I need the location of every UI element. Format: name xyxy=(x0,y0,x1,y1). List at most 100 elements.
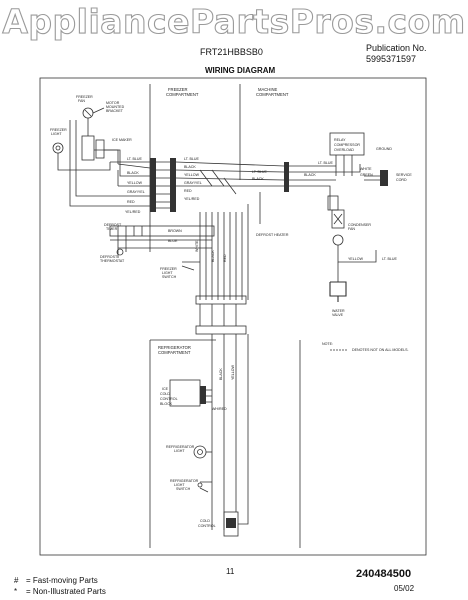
legend-text: = Fast-moving Parts xyxy=(26,576,98,585)
harness-junction xyxy=(195,295,247,305)
cold-control-block-label-3: CONTROL xyxy=(160,397,178,401)
condenser-fan-motor xyxy=(331,209,345,229)
freezer-fan-label-2: FAN xyxy=(78,99,85,103)
wire-label-yellow-r: YELLOW xyxy=(231,364,235,380)
wire-label-black-v: BLACK xyxy=(211,250,215,262)
cold-control-block xyxy=(169,379,201,407)
freezer-light-switch-label-1: FREEZER xyxy=(160,267,177,271)
watermark-logo: AppliancePartsPros.com xyxy=(2,1,466,41)
freezer-label-2: COMPARTMENT xyxy=(166,92,199,97)
diagram-title: WIRING DIAGRAM xyxy=(205,66,276,75)
wire-label-gray-yel-1: GRAY/YEL xyxy=(127,190,145,194)
wire-label-white-v: WHITE xyxy=(195,240,199,252)
compressor-terminal xyxy=(327,195,339,211)
connector-freezer xyxy=(150,158,156,212)
model-number: FRT21HBBSB0 xyxy=(200,47,263,57)
ice-maker-label: ICE MAKER xyxy=(112,138,132,142)
motor-bracket-label-2: MOUNTED xyxy=(106,105,125,109)
condenser-fan-label-1: CONDENSER xyxy=(348,223,371,227)
wire-label-black-1: BLACK xyxy=(127,171,139,175)
wire-label-black-3: BLACK xyxy=(252,177,264,181)
wire-label-red-v: RED xyxy=(223,254,227,262)
wire-label-red-2: RED xyxy=(184,189,192,193)
note-title: NOTE: xyxy=(322,342,333,346)
wire-label-black-2: BLACK xyxy=(184,165,196,169)
condenser-fan-label-2: FAN xyxy=(348,227,355,231)
freezer-label-1: FREEZER xyxy=(168,87,188,92)
wire-label-yel-red-1: YEL/RED xyxy=(125,210,141,214)
wire-label-yellow-1: YELLOW xyxy=(127,181,143,185)
machine-label-1: MACHINE xyxy=(258,87,278,92)
freezer-light-label-2: LIGHT xyxy=(51,132,62,136)
motor-bracket-label-3: BRACKET xyxy=(106,109,124,113)
ice-maker-block xyxy=(81,135,95,161)
wire-label-brown: BROWN xyxy=(168,229,182,233)
water-valve-coil xyxy=(329,281,347,302)
page-number: 11 xyxy=(226,567,235,576)
wire-label-red-1: RED xyxy=(127,200,135,204)
service-cord-plug xyxy=(380,170,388,186)
refrigerator-light-label-1: REFRIGERATOR xyxy=(166,445,195,449)
machine-label-2: COMPARTMENT xyxy=(256,92,289,97)
water-valve-label-1: WATER xyxy=(332,309,345,313)
wire-label-yel-red-2: YEL/RED xyxy=(184,197,200,201)
wire-label-green: GREEN xyxy=(360,173,373,177)
diagram-frame xyxy=(39,77,427,556)
wire-label-black-r: BLACK xyxy=(219,368,223,380)
defrost-thermostat-label-1: DEFROST xyxy=(100,255,118,259)
compressor-label-3: OVERLOAD xyxy=(334,148,354,152)
cold-control-label-1: COLD xyxy=(200,519,210,523)
wire-label-lt-blue-2: LT. BLUE xyxy=(184,157,200,161)
wire-label-lt-blue-3: LT. BLUE xyxy=(252,170,268,174)
wire-label-yellow-4: YELLOW xyxy=(348,257,364,261)
freezer-light-switch-label-3: SWITCH xyxy=(162,275,177,279)
legend-text: = Non-Illustrated Parts xyxy=(26,587,106,596)
refrigerator-label-2: COMPARTMENT xyxy=(158,350,191,355)
wire-label-lt-blue-1: LT. BLUE xyxy=(127,157,143,161)
publication-number: 5995371597 xyxy=(366,54,417,64)
defrost-timer-label-2: TIMER xyxy=(106,227,118,231)
refrigerator-switch-label-1: REFRIGERATOR xyxy=(170,479,199,483)
wire-label-black-4: BLACK xyxy=(304,173,316,177)
refrigerator-switch-label-3: SWITCH xyxy=(176,487,191,491)
cold-control-block-label-4: BLOCK xyxy=(160,402,173,406)
wire-label-gray-yel-2: GRAY/YEL xyxy=(184,181,202,185)
cold-control-block-label-1: ICE xyxy=(162,387,169,391)
connector-machine xyxy=(284,162,289,192)
wire-label-blue: BLUE xyxy=(168,239,178,243)
connector-harness xyxy=(170,158,176,212)
document-date: 05/02 xyxy=(394,584,415,593)
refrigerator-switch-label-2: LIGHT xyxy=(174,483,185,487)
cold-control-label-2: CONTROL xyxy=(198,524,216,528)
service-cord-label-2: CORD xyxy=(396,178,407,182)
note-text: DENOTES NOT ON ALL MODELS. xyxy=(352,348,409,352)
refrigerator-label-1: REFRIGERATOR xyxy=(158,345,191,350)
refrigerator-light-label-2: LIGHT xyxy=(174,449,185,453)
freezer-light-switch-label-2: LIGHT xyxy=(162,271,173,275)
compressor-relay xyxy=(329,132,365,156)
defrost-heater-label: DEFROST HEATER xyxy=(256,233,289,237)
wire-label-yellow-2: YELLOW xyxy=(184,173,200,177)
water-valve-label-2: VALVE xyxy=(332,313,344,317)
legend-symbol: # xyxy=(14,576,19,585)
motor-bracket-label-1: MOTOR xyxy=(106,101,120,105)
legend-symbol: * xyxy=(14,587,18,596)
freezer-light-label-1: FREEZER xyxy=(50,128,67,132)
compressor-label-2: COMPRESSOR xyxy=(334,143,360,147)
wire-label-wh-red: WH/RED xyxy=(212,407,227,411)
document-number: 240484500 xyxy=(356,568,412,580)
publication-label: Publication No. xyxy=(366,43,427,53)
wire-label-lt-blue-5: LT. BLUE xyxy=(382,257,398,261)
freezer-light-bulb xyxy=(52,142,64,154)
compressor-label-1: RELAY xyxy=(334,138,346,142)
refrigerator-light-bulb xyxy=(193,445,207,459)
defrost-timer-strip xyxy=(109,225,215,237)
service-cord-label-1: SERVICE xyxy=(396,173,412,177)
ground-label: GROUND xyxy=(376,147,392,151)
legend-non-illustrated: * = Non-Illustrated Parts xyxy=(14,587,106,596)
defrost-timer-label-1: DEFROST xyxy=(104,223,122,227)
cold-control-block-label-2: COLD xyxy=(160,392,170,396)
freezer-fan-label-1: FREEZER xyxy=(76,95,93,99)
